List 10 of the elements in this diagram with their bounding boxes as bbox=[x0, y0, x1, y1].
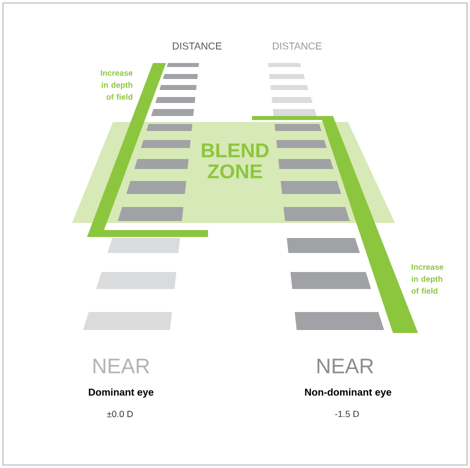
annotation-text: Increase in depth of field bbox=[412, 264, 444, 294]
power-value: -1.5 D bbox=[335, 410, 359, 418]
annotation-text: Increase in depth of field bbox=[100, 70, 133, 100]
distance-label: DISTANCE bbox=[272, 42, 322, 50]
near-label: NEAR bbox=[318, 358, 374, 374]
eye-label: Non-dominant eye bbox=[305, 388, 392, 398]
eye-label: Dominant eye bbox=[88, 388, 154, 398]
power-value: ±0.0 D bbox=[107, 410, 133, 418]
near-label: NEAR bbox=[94, 358, 150, 374]
distance-label: DISTANCE bbox=[172, 42, 222, 50]
